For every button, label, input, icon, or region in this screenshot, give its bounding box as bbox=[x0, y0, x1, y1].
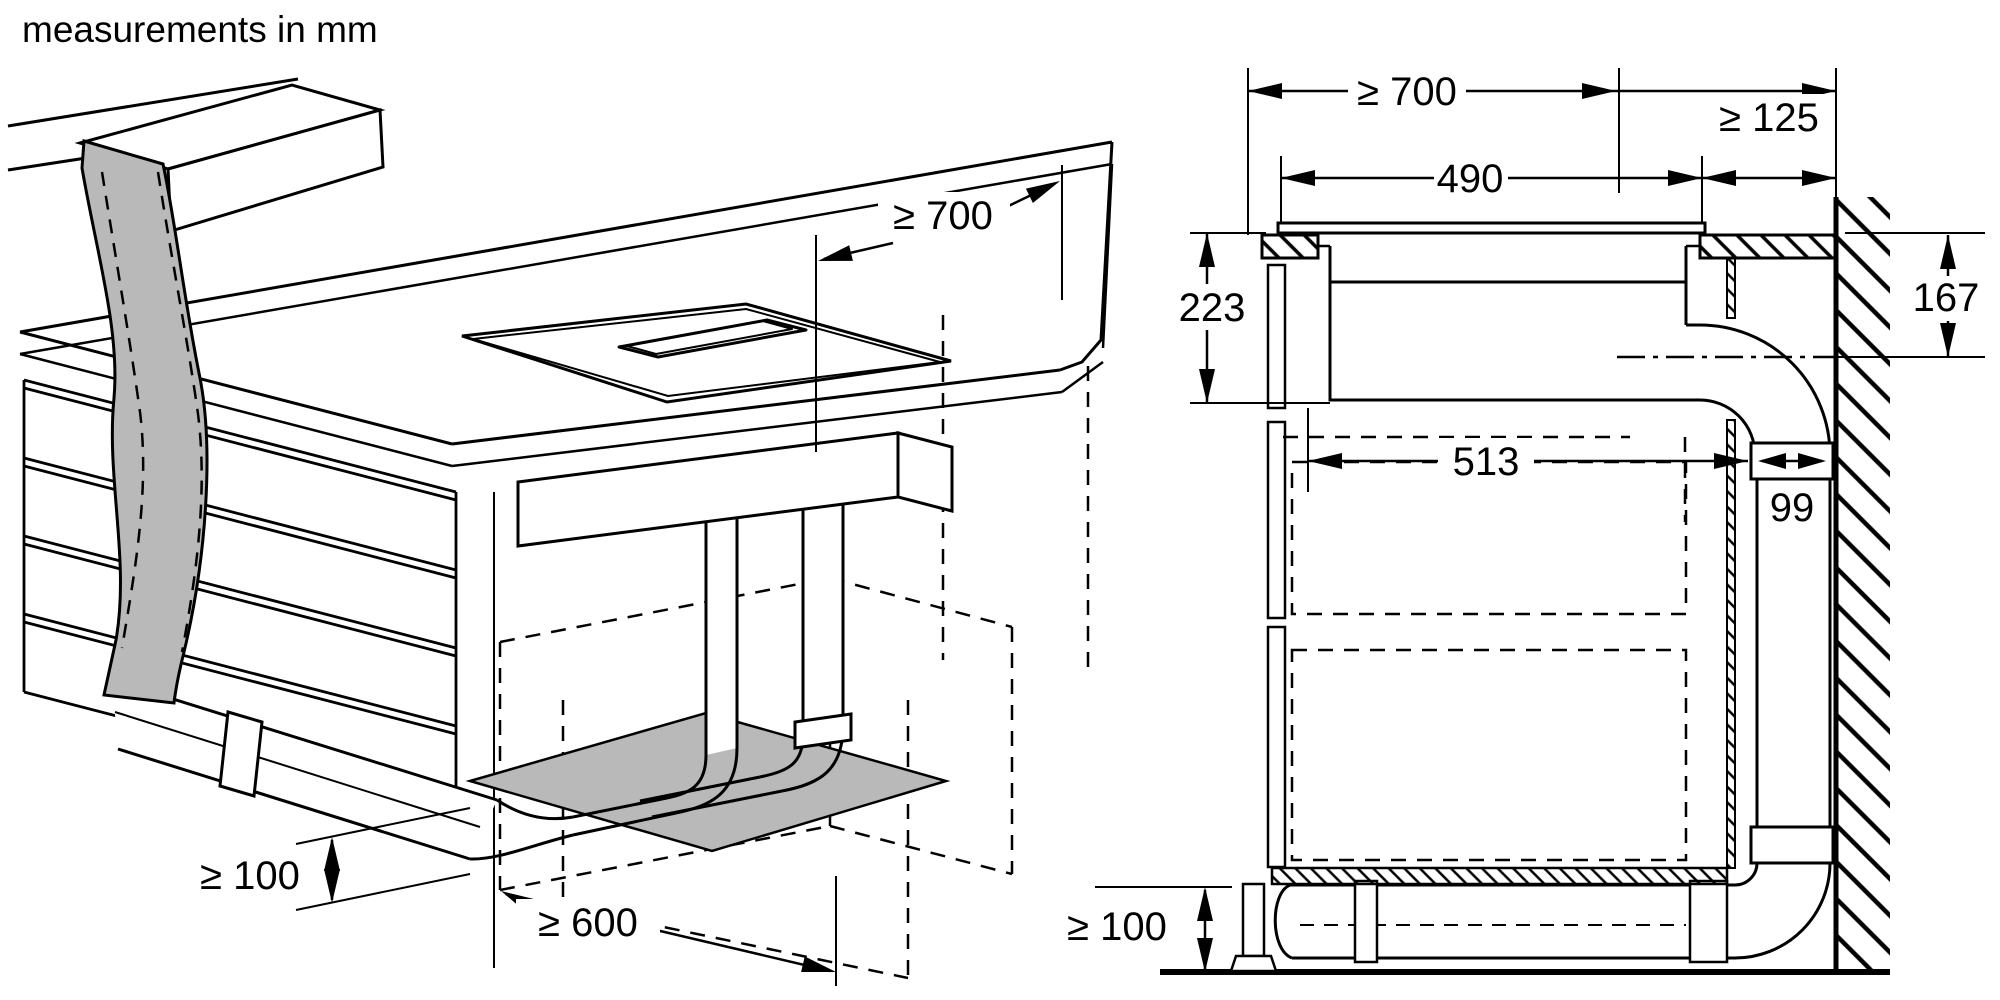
section-hidden-edges bbox=[1283, 435, 1688, 862]
iso-clearance-above-label: ≥ 700 bbox=[893, 194, 993, 238]
section-duct bbox=[1273, 323, 1835, 964]
section-worktop-depth-label: ≥ 700 bbox=[1357, 70, 1457, 114]
section-plinth-height-label: ≥ 100 bbox=[1067, 905, 1167, 949]
section-duct-channel-label: 99 bbox=[1770, 486, 1815, 530]
iso-floor-panel bbox=[465, 711, 951, 853]
vent-slot-icon bbox=[617, 318, 808, 359]
section-worktop bbox=[1260, 233, 1838, 260]
iso-hob-glass bbox=[461, 302, 952, 404]
iso-worktop bbox=[19, 140, 1114, 468]
section-cabinet bbox=[1229, 257, 1736, 973]
duct-centerline bbox=[1617, 232, 1985, 359]
section-dim-cutout-width: 490 bbox=[1280, 155, 1703, 222]
section-duct-axis-label: 167 bbox=[1913, 276, 1980, 320]
iso-plinth-height-label: ≥ 100 bbox=[200, 854, 300, 898]
page-title: measurements in mm bbox=[22, 9, 378, 50]
section-wall-clearance-label: ≥ 125 bbox=[1719, 96, 1819, 140]
section-hob-glass bbox=[1276, 221, 1707, 248]
section-dim-install-depth: 223 bbox=[1172, 232, 1330, 404]
wall-break-band bbox=[80, 139, 209, 705]
iso-hob-box bbox=[516, 431, 954, 548]
iso-exhaust-duct bbox=[111, 504, 853, 861]
section-install-depth-label: 223 bbox=[1179, 286, 1246, 330]
section-dim-wall-clearance: ≥ 125 bbox=[1702, 94, 1836, 186]
section-wall bbox=[1833, 197, 1890, 975]
section-depth-to-duct-label: 513 bbox=[1453, 440, 1520, 484]
iso-view: ≥ 700 ≥ 100 ≥ 600 bbox=[7, 77, 1114, 986]
wall-beam bbox=[74, 83, 386, 233]
section-view: ≥ 700 490 ≥ 125 bbox=[1052, 68, 1986, 975]
iso-hidden-edges bbox=[498, 315, 1090, 980]
iso-base-cabinet bbox=[22, 378, 458, 806]
section-dim-duct-axis: 167 bbox=[1908, 235, 1986, 357]
iso-dim-cabinet-width: ≥ 600 bbox=[501, 876, 837, 986]
iso-dim-plinth-height: ≥ 100 bbox=[186, 807, 471, 911]
iso-cabinet-width-label: ≥ 600 bbox=[538, 901, 638, 945]
section-dim-depth-to-duct: 513 bbox=[1307, 408, 1748, 492]
section-cutout-width-label: 490 bbox=[1437, 157, 1504, 201]
iso-dim-clearance-above: ≥ 700 bbox=[815, 165, 1063, 452]
section-dim-plinth-height: ≥ 100 bbox=[1052, 886, 1232, 972]
section-dim-duct-channel: 99 bbox=[1749, 441, 1835, 530]
section-hob-box bbox=[1328, 246, 1700, 402]
section-dim-worktop-depth: ≥ 700 bbox=[1247, 68, 1837, 235]
